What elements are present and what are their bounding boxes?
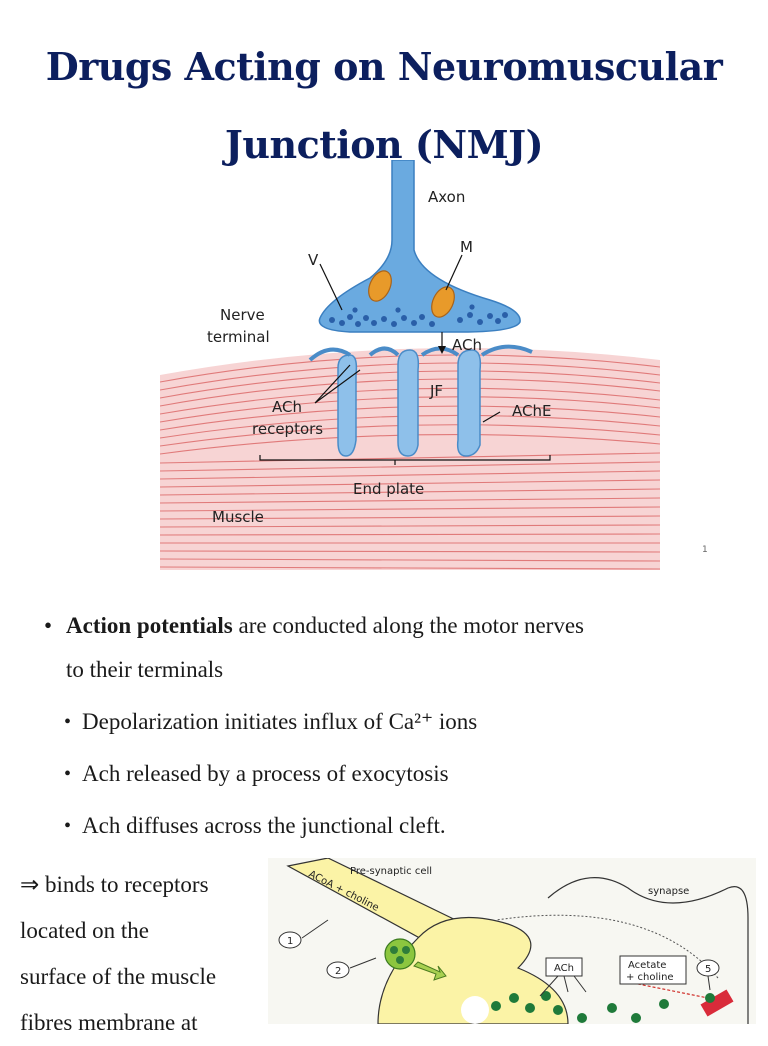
ach-box-arrows <box>539 975 587 997</box>
title-line-2: Junction (NMJ) <box>224 122 544 167</box>
label-end-plate: End plate <box>353 480 424 498</box>
label-acetate-1: Acetate <box>628 960 666 971</box>
bullet-dot-icon: • <box>64 763 72 785</box>
ach-molecules <box>491 991 669 1023</box>
sub-bullet: • Ach released by a process of exocytosi… <box>44 752 754 796</box>
bullet-dot-icon: • <box>64 815 72 837</box>
synaptic-vesicles <box>329 304 508 327</box>
bullet-list: • Action potentials are conducted along … <box>44 604 754 848</box>
label-muscle: Muscle <box>212 508 264 526</box>
receptor <box>700 989 734 1017</box>
nmj-diagram-svg: Axon V M Nerve terminal ACh JF ACh recep… <box>160 160 660 570</box>
label-vesicle: V <box>308 251 319 269</box>
bullet-dot-icon: • <box>64 711 72 733</box>
label-nerve-terminal-2: terminal <box>207 328 270 346</box>
step-5-label: 5 <box>705 964 711 975</box>
step-markers <box>278 931 720 979</box>
label-pre-synaptic: Pre-synaptic cell <box>350 866 432 877</box>
title-line-1: Drugs Acting on Neuromuscular <box>45 44 723 89</box>
nmj-diagram: Axon V M Nerve terminal ACh JF ACh recep… <box>160 160 660 572</box>
label-ach: ACh <box>452 336 482 354</box>
bullet-dot-icon: • <box>44 613 53 638</box>
sub-bullet-text: Ach diffuses across the junctional cleft… <box>82 813 446 838</box>
synapse-diagram-svg: ACh Acetate + choline 1 2 5 ACoA + choli… <box>268 858 756 1024</box>
slide-number: 1 <box>702 545 708 555</box>
postsynaptic-outline <box>547 877 749 1024</box>
step-2-label: 2 <box>335 966 341 977</box>
axon <box>318 160 521 333</box>
label-ach-receptors-1: ACh <box>272 398 302 416</box>
left-text-line: ⇒ binds to receptors <box>20 872 209 897</box>
ach-arrowhead <box>438 346 446 354</box>
mitochondria <box>368 270 455 318</box>
label-synapse: synapse <box>648 886 689 897</box>
label-ach-box: ACh <box>554 963 574 974</box>
label-nerve-terminal-1: Nerve <box>220 306 265 324</box>
sub-bullet-text: Depolarization initiates influx of Ca²⁺ … <box>82 709 478 734</box>
release-arrow <box>413 961 447 981</box>
acetate-box <box>619 955 687 985</box>
step-1-label: 1 <box>287 936 293 947</box>
bound-ach <box>705 993 715 1003</box>
vesicle-dots <box>390 946 410 964</box>
slide-title: Drugs Acting on Neuromuscular Junction (… <box>0 28 768 184</box>
junctional-folds <box>337 349 482 457</box>
muscle-block <box>160 348 660 570</box>
recycle-arrow <box>627 981 709 999</box>
sub-bullet-text: Ach released by a process of exocytosis <box>82 761 449 786</box>
presynaptic-terminal <box>377 916 569 1024</box>
sub-bullet: • Ach diffuses across the junctional cle… <box>44 804 754 848</box>
bullet-main-line2: to their terminals <box>66 657 224 682</box>
synapse-diagram: ACh Acetate + choline 1 2 5 ACoA + choli… <box>268 858 756 1024</box>
label-axon: Axon <box>428 188 465 206</box>
bullet-main: • Action potentials are conducted along … <box>44 604 754 692</box>
bullet-main-bold: Action potentials <box>66 613 233 638</box>
marker-pointers <box>301 919 711 991</box>
label-ache: AChE <box>512 402 551 420</box>
vesicle-fusion <box>461 996 489 1024</box>
label-ach-receptors-2: receptors <box>252 420 323 438</box>
left-text-column: ⇒ binds to receptors located on the surf… <box>20 862 270 1046</box>
bullet-main-rest: are conducted along the motor nerves <box>232 613 585 638</box>
label-acetate-2: + choline <box>626 972 674 983</box>
label-mitochondria: M <box>460 238 473 256</box>
left-text-line: surface of the muscle <box>20 964 217 989</box>
sub-bullet: • Depolarization initiates influx of Ca²… <box>44 700 754 744</box>
left-text-line: fibres membrane at <box>20 1010 198 1035</box>
label-junctional-fold: JF <box>429 382 443 400</box>
vesicle-cluster <box>384 938 416 970</box>
left-text-line: located on the <box>20 918 150 943</box>
